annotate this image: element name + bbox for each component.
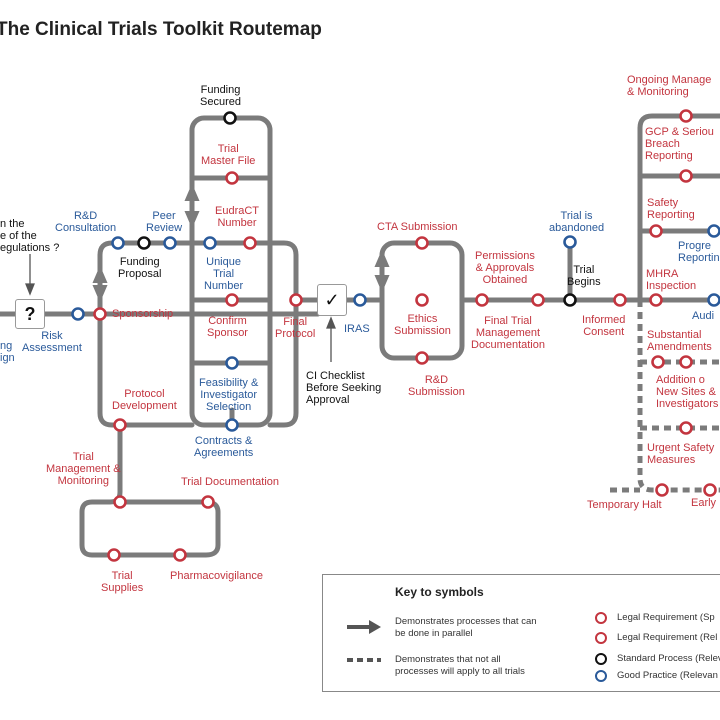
page-title: The Clinical Trials Toolkit Routemap xyxy=(0,19,322,40)
key-arrow-desc: Demonstrates processes that can be done … xyxy=(395,616,537,639)
key-standard-process: Standard Process (Relev xyxy=(617,653,720,664)
legal-relevant-icon xyxy=(595,632,607,644)
label-early: Early xyxy=(691,497,717,509)
label-feasibility: Feasibility & Investigator Selection xyxy=(199,377,259,413)
label-sponsorship: Sponsorship xyxy=(112,308,174,320)
label-confirm-sponsor: Confirm Sponsor xyxy=(207,315,248,339)
dashed-line-icon xyxy=(347,658,381,662)
good-practice-icon xyxy=(595,670,607,682)
label-trial-supplies: Trial Supplies xyxy=(101,570,144,594)
label-trial-documentation: Trial Documentation xyxy=(181,476,280,488)
label-temporary-halt: Temporary Halt xyxy=(587,499,662,511)
label-addition-sites: Addition o New Sites & Investigators xyxy=(656,374,719,410)
key-legal-relevant: Legal Requirement (Rel xyxy=(617,632,718,643)
label-protocol-development: Protocol Development xyxy=(112,388,177,412)
label-ethics-submission: Ethics Submission xyxy=(394,313,451,337)
label-progress-reporting: Progre Reportin xyxy=(678,240,720,264)
label-trial-begins: Trial Begins xyxy=(567,264,601,288)
key-dashed-desc: Demonstrates that not all processes will… xyxy=(395,654,525,677)
label-unique-trial-number: Unique Trial Number xyxy=(204,256,244,292)
checkmark-icon: ✓ xyxy=(317,284,347,316)
label-urgent-safety: Urgent Safety Measures xyxy=(647,442,715,466)
parallel-arrow-icon xyxy=(347,620,381,634)
label-trial-abandoned: Trial is abandoned xyxy=(549,210,605,234)
label-final-trial-mgmt-doc: Final Trial Management Documentation xyxy=(471,315,545,351)
label-trial-mgmt-monitoring: Trial Management & Monitoring xyxy=(46,451,121,487)
label-substantial-amendments: Substantial Amendments xyxy=(647,329,712,353)
label-pharmacovigilance: Pharmacovigilance xyxy=(170,570,263,582)
label-contracts: Contracts & Agreements xyxy=(194,435,254,459)
label-audit: Audi xyxy=(692,310,715,322)
label-gcp-breach: GCP & Seriou Breach Reporting xyxy=(645,126,714,162)
label-ongoing-mgmt: Ongoing Manage & Monitoring xyxy=(627,74,712,98)
legal-specific-icon xyxy=(595,612,607,624)
label-final-protocol: Final Protocol xyxy=(275,316,316,340)
label-mhra-inspection: MHRA Inspection xyxy=(646,268,697,292)
label-permissions: Permissions & Approvals Obtained xyxy=(475,250,535,286)
label-rd-submission: R&D Submission xyxy=(408,374,465,398)
key-legal-specific: Legal Requirement (Sp xyxy=(617,612,715,623)
label-informed-consent: Informed Consent xyxy=(582,314,626,338)
label-peer-review: Peer Review xyxy=(146,210,183,234)
question-mark-icon: ? xyxy=(15,299,45,329)
label-risk-assessment: Risk Assessment xyxy=(22,330,82,354)
label-safety-reporting: Safety Reporting xyxy=(647,197,695,221)
label-funding-proposal: Funding Proposal xyxy=(118,256,162,280)
standard-process-icon xyxy=(595,653,607,665)
label-cta-submission: CTA Submission xyxy=(377,221,458,233)
label-design: ng ign xyxy=(0,340,15,364)
label-trial-master-file: Trial Master File xyxy=(201,143,256,167)
key-good-practice: Good Practice (Relevan xyxy=(617,670,718,681)
key-title: Key to symbols xyxy=(395,585,484,599)
label-funding-secured: Funding Secured xyxy=(200,84,241,108)
label-eudract-number: EudraCT Number xyxy=(215,205,260,229)
label-scope-regulations: n the e of the egulations ? xyxy=(0,218,60,254)
label-ci-checklist: CI Checklist Before Seeking Approval xyxy=(306,370,382,406)
label-iras: IRAS xyxy=(344,323,370,335)
key-legend: Key to symbols Demonstrates processes th… xyxy=(322,574,720,692)
label-rd-consultation: R&D Consultation xyxy=(55,210,117,234)
